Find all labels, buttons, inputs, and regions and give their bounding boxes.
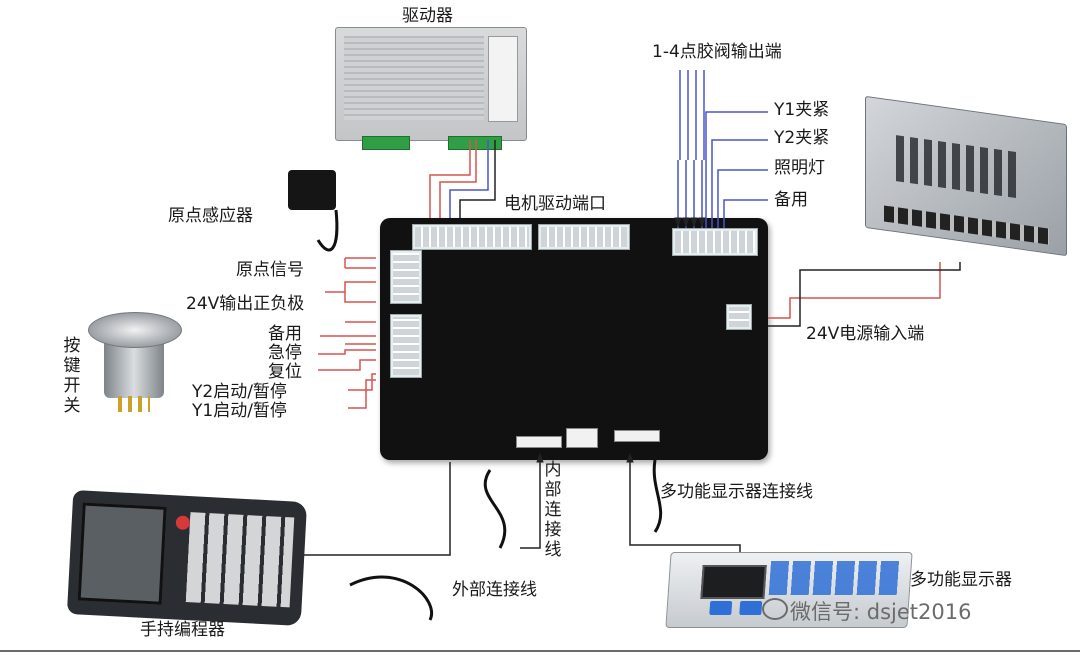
driver-label: 驱动器 <box>402 6 453 26</box>
switch-ring <box>88 312 182 348</box>
blue-wires <box>449 70 768 228</box>
driver-terminal-left <box>362 136 410 150</box>
key-switch-char: 关 <box>63 396 81 416</box>
switch-terminal-block <box>390 314 422 378</box>
emergency-stop-label: 急停 <box>268 343 302 363</box>
key-switch-char: 键 <box>63 356 81 376</box>
valve-output-label: 1-4点胶阀输出端 <box>652 42 782 62</box>
internal-cable-vertical-label: 内 部 连 接 线 <box>543 460 563 560</box>
display-label: 多功能显示器 <box>910 570 1012 590</box>
origin-sensor-label: 原点感应器 <box>168 206 253 226</box>
internal-cable-char: 部 <box>544 480 562 500</box>
cable-images <box>316 209 663 621</box>
driver-heatsink <box>344 36 484 120</box>
status-port <box>566 428 598 448</box>
power-terminal-block <box>726 304 752 330</box>
valve-terminal-block <box>672 228 758 256</box>
main-controller-board <box>380 218 768 460</box>
bottom-rule <box>0 650 1080 652</box>
signal-terminal-block <box>390 250 422 304</box>
external-cable-label: 外部连接线 <box>452 580 537 600</box>
motor-terminal-block-1 <box>412 224 532 250</box>
driver-label-plate <box>488 36 518 122</box>
pendant-label: 手持编程器 <box>140 620 225 640</box>
spare-right-label: 备用 <box>774 190 808 210</box>
display-port <box>614 430 660 442</box>
motor-port-label: 电机驱动端口 <box>504 194 606 214</box>
black-wires <box>304 140 961 556</box>
internal-cable-char: 接 <box>544 520 562 540</box>
reset-label: 复位 <box>268 362 302 382</box>
display-cable-label: 多功能显示器连接线 <box>660 482 813 502</box>
key-switch-image <box>88 312 182 412</box>
y1-clamp-label: Y1夹紧 <box>774 100 830 120</box>
origin-signal-label: 原点信号 <box>236 260 304 280</box>
switch-pins <box>118 396 150 412</box>
y2-start-label: Y2启动/暂停 <box>192 382 287 402</box>
arrows <box>536 217 706 463</box>
wechat-icon <box>762 598 788 620</box>
internal-cable-char: 线 <box>544 540 562 560</box>
lighting-label: 照明灯 <box>774 158 825 178</box>
key-switch-vertical-label: 按 键 开 关 <box>62 336 82 416</box>
stepper-driver-image <box>335 27 527 150</box>
key-switch-char: 按 <box>63 336 81 356</box>
watermark-text: 微信号: dsjet2016 <box>790 600 972 624</box>
motor-terminal-block-2 <box>538 224 630 250</box>
red-wires <box>318 140 941 409</box>
spare-left-label: 备用 <box>268 324 302 344</box>
key-switch-char: 开 <box>63 376 81 396</box>
v24-output-label: 24V输出正负极 <box>186 294 305 314</box>
y2-clamp-label: Y2夹紧 <box>774 128 830 148</box>
internal-port <box>516 436 562 448</box>
origin-sensor-image <box>288 170 336 210</box>
wechat-watermark: 微信号: dsjet2016 <box>762 596 972 626</box>
y1-start-label: Y1启动/暂停 <box>192 401 287 421</box>
power-input-label: 24V电源输入端 <box>806 324 925 344</box>
internal-cable-char: 内 <box>544 460 562 480</box>
internal-cable-char: 连 <box>544 500 562 520</box>
